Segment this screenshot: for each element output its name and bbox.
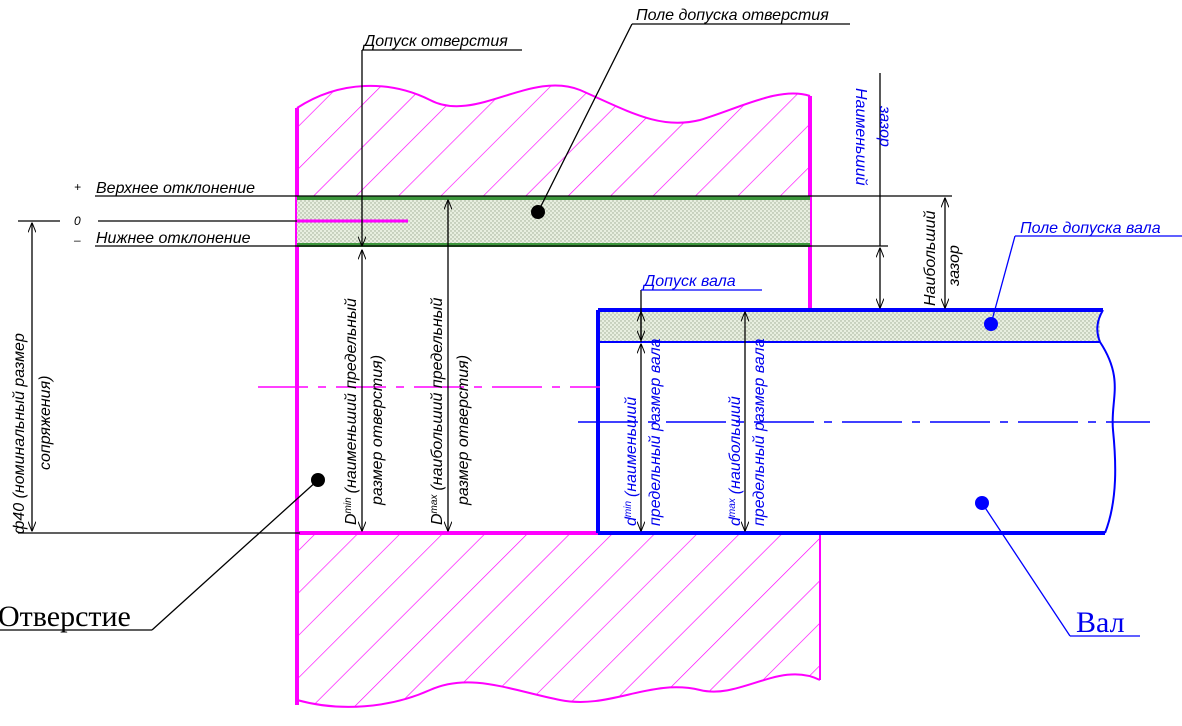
- hole-label: Отверстие: [0, 600, 131, 633]
- plus-sign: +: [74, 180, 81, 194]
- svg-text:предельный размер вала: предельный размер вала: [751, 338, 768, 526]
- hole-tolerance-field-label: Поле допуска отверстия: [636, 7, 829, 24]
- upper-deviation-label: Верхнее отклонение: [96, 180, 255, 197]
- svg-text:зазор: зазор: [876, 105, 893, 147]
- lower-deviation-label: Нижнее отклонение: [96, 230, 251, 247]
- leader-lines: [0, 23, 1182, 637]
- svg-text:Наименьший: Наименьший: [852, 88, 869, 186]
- axis-lines: [258, 386, 1150, 423]
- shaft-tolerance-label: Допуск вала: [642, 273, 736, 290]
- svg-text:dmin(наименьший: dmin(наименьший: [623, 397, 640, 526]
- dimension-lines: [18, 50, 952, 534]
- svg-text:Dmax(наибольший предельный: Dmax(наибольший предельный: [429, 297, 446, 525]
- shaft-dmin-label: dmin(наименьший предельный размер вала: [623, 338, 664, 526]
- svg-text:зазор: зазор: [946, 245, 963, 287]
- svg-text:Наибольший: Наибольший: [922, 210, 939, 306]
- minus-sign: –: [73, 233, 81, 247]
- svg-text:ф40 (номинальный размер: ф40 (номинальный размер: [11, 333, 28, 534]
- max-clearance-label: Наибольший зазор: [922, 210, 963, 306]
- hole-tolerance-label: Допуск отверстия: [362, 33, 508, 50]
- svg-text:предельный размер вала: предельный размер вала: [647, 338, 664, 526]
- nominal-size-label: ф40 (номинальный размер сопряжения): [11, 333, 54, 534]
- svg-text:Dmin(наименьший предельный: Dmin(наименьший предельный: [343, 298, 360, 525]
- hole-marker-dot: [311, 473, 325, 487]
- shaft-body: [596, 308, 1117, 535]
- svg-text:размер отверстия): размер отверстия): [455, 355, 472, 506]
- svg-text:сопряжения): сопряжения): [37, 376, 54, 470]
- shaft-dmax-label: dmax(наибольший предельный размер вала: [727, 338, 768, 526]
- shaft-label: Вал: [1076, 606, 1125, 639]
- hole-dmax-label: Dmax(наибольший предельный размер отверс…: [429, 297, 472, 525]
- svg-text:размер отверстия): размер отверстия): [369, 355, 386, 506]
- hole-lower-body: [296, 531, 821, 708]
- min-clearance-label: Наименьший зазор: [852, 88, 893, 186]
- hole-dmin-label: Dmin(наименьший предельный размер отверс…: [343, 298, 386, 525]
- zero-sign: 0: [74, 214, 81, 228]
- svg-text:dmax(наибольший: dmax(наибольший: [727, 396, 744, 526]
- shaft-tolerance-field-label: Поле допуска вала: [1020, 220, 1161, 237]
- hole-tolerance-band: [297, 196, 810, 247]
